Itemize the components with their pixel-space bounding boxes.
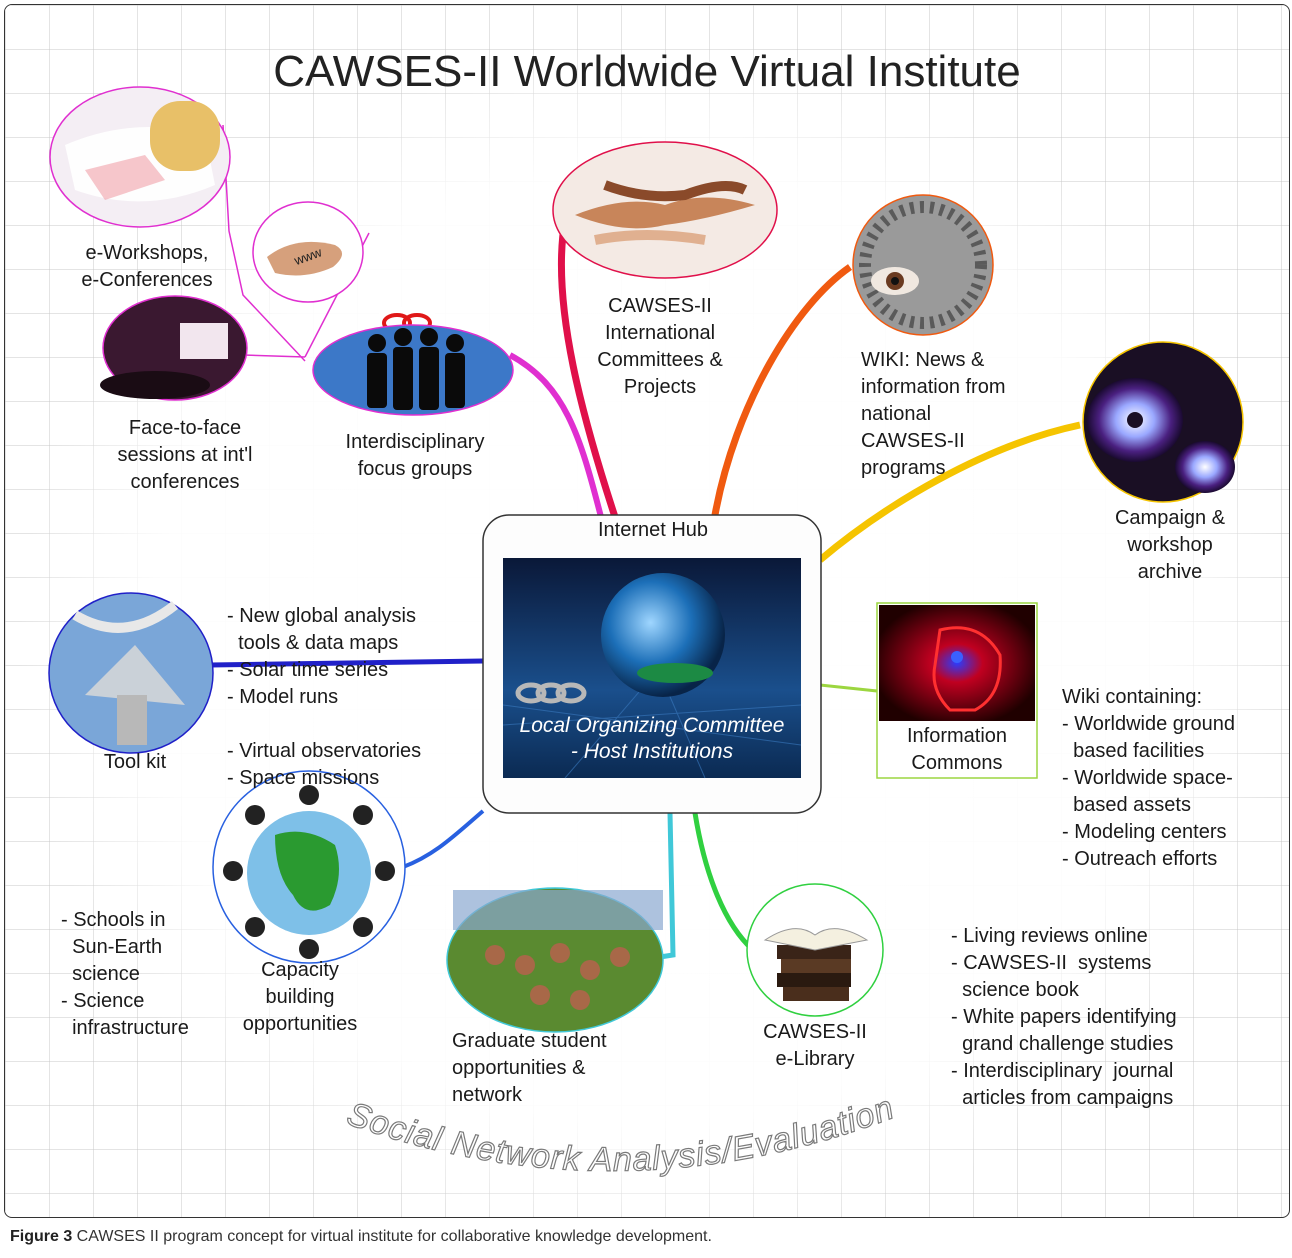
hands-photo xyxy=(552,141,778,279)
www-hand-picture: www xyxy=(252,201,364,303)
information-commons-picture xyxy=(876,602,1038,779)
wiki-containing-list: Wiki containing:- Worldwide ground based… xyxy=(1062,686,1236,870)
hub-line-1: Local Organizing Committee xyxy=(519,714,785,737)
library-items-list: - Living reviews online- CAWSES-II syste… xyxy=(951,925,1177,1109)
social-network-analysis-label: Social Network Analysis/Evaluation xyxy=(342,1088,899,1179)
label-eworkshops: e-Workshops,e-Conferences xyxy=(81,242,213,291)
connector-focus-groups xyxy=(508,352,604,518)
eworkshop-photo xyxy=(49,86,231,228)
hub-header: Internet Hub xyxy=(597,519,709,541)
toolkit-list-bottom: - Virtual observatories- Space missions xyxy=(227,740,422,789)
toolkit-list-top: - New global analysis tools & data maps-… xyxy=(227,605,416,708)
figure-label: Figure 3 xyxy=(10,1228,73,1245)
connector-wiki xyxy=(711,264,852,516)
connector-library xyxy=(692,812,755,952)
connector-capacity xyxy=(402,809,485,869)
focus-group-photo xyxy=(312,324,514,416)
face-to-face-photo xyxy=(100,295,248,401)
network-graphic: www xyxy=(48,86,1244,1180)
connector-toolkit xyxy=(209,658,484,668)
books-photo xyxy=(746,883,884,1017)
hub-line-2: - Host Institutions xyxy=(570,740,734,763)
schools-list: - Schools in Sun-Earth science- Science … xyxy=(61,909,189,1039)
figure-caption-text: CAWSES II program concept for virtual in… xyxy=(72,1228,712,1245)
connector-campaign xyxy=(817,421,1081,563)
internet-hub-box xyxy=(482,514,822,814)
connector-committees xyxy=(557,219,619,519)
capacity-globe-picture xyxy=(212,770,406,964)
cd-archive-photo xyxy=(1082,341,1244,503)
connector-graduate xyxy=(659,812,676,960)
diagram-title: CAWSES-II Worldwide Virtual Institute xyxy=(273,47,1021,96)
connector-f2f xyxy=(242,354,306,358)
diagram-frame: CAWSES-II Worldwide Virtual Institute ww… xyxy=(4,4,1290,1218)
figure-caption: Figure 3 CAWSES II program concept for v… xyxy=(10,1228,712,1246)
label-toolkit: Tool kit xyxy=(103,751,167,773)
satellite-dish-photo xyxy=(48,592,214,754)
connector-info xyxy=(819,683,878,693)
wiki-eye-photo xyxy=(852,194,994,336)
graduate-students-photo xyxy=(446,887,664,1033)
